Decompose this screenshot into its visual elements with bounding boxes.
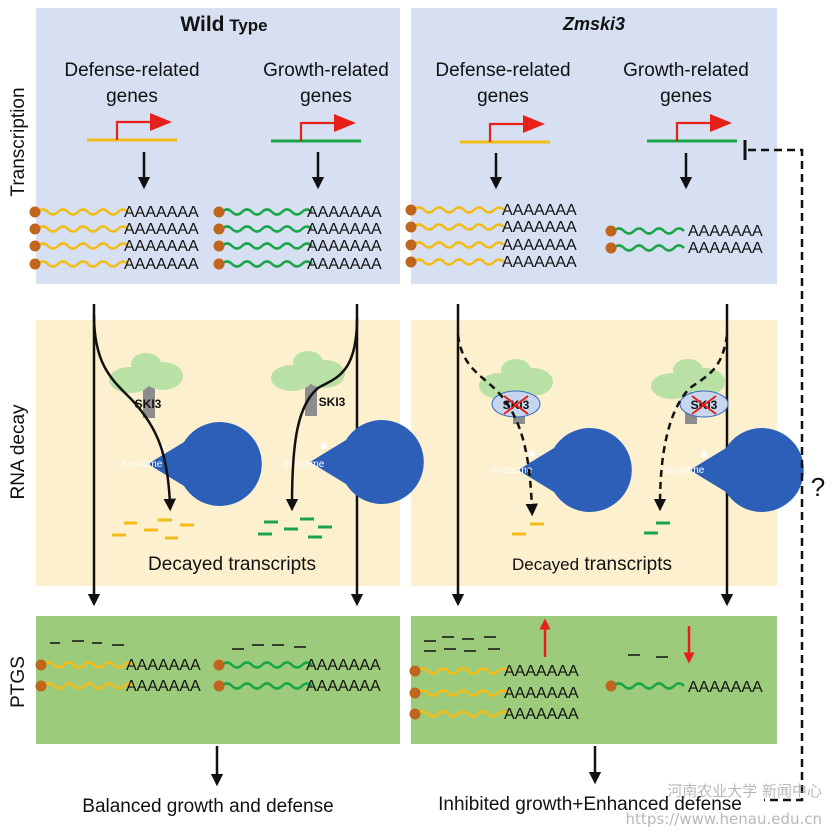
mut-growth-genes-label: Growth-related (623, 60, 749, 81)
mut-defense-genes-label: Defense-related (435, 60, 570, 81)
wt-decayed-transcripts-label: Decayed transcripts (148, 554, 316, 575)
svg-text:AAAAAAA: AAAAAAA (126, 678, 201, 695)
row-label-ptgs: PTGS (8, 656, 29, 708)
wt-defense-transcripts: AAAAAAA AAAAAAA AAAAAAA AAAAAAA (28, 204, 199, 273)
wt-defense-genes-label: Defense-related (64, 60, 199, 81)
mutant-ptgs-panel (411, 616, 777, 744)
mut-growth-decay-path (653, 334, 729, 512)
mut-defense-decayed-fragments (512, 522, 544, 536)
svg-text:AAAAAAA: AAAAAAA (504, 706, 579, 723)
wt-growth-decay-path (285, 317, 359, 512)
svg-text:AAAAAAA: AAAAAAA (306, 657, 381, 674)
svg-text:exosome: exosome (284, 459, 325, 470)
svg-text:SKI3: SKI3 (319, 395, 346, 409)
mut-defense-genes-label-2: genes (477, 86, 529, 107)
mutant-transcription-panel (411, 8, 777, 284)
mut-defense-decay-path (456, 334, 539, 517)
svg-text:AAAAAAA: AAAAAAA (124, 221, 199, 238)
watermark-cn: 河南农业大学 新闻中心 (667, 782, 822, 800)
svg-text:AAAAAAA: AAAAAAA (124, 256, 199, 273)
mut-defense-ptgs-transcripts: AAAAAAA AAAAAAA AAAAAAA (408, 663, 579, 723)
mut-growth-ski-complex: SKI3 exosome (651, 359, 804, 512)
wt-defense-ski-complex: SKI3 exosome (109, 353, 262, 506)
svg-text:exosome: exosome (122, 459, 163, 470)
wt-defense-ptgs-transcripts: AAAAAAA AAAAAAA (34, 657, 201, 695)
svg-text:AAAAAAA: AAAAAAA (502, 202, 577, 219)
mut-outcome-text: Inhibited growth+Enhanced defense (438, 794, 742, 815)
mut-growth-ptgs-transcripts: AAAAAAA (604, 679, 763, 696)
svg-text:AAAAAAA: AAAAAAA (504, 685, 579, 702)
svg-text:AAAAAAA: AAAAAAA (306, 678, 381, 695)
wt-ptgs-panel (36, 616, 400, 744)
wt-defense-decayed-fragments (112, 518, 194, 540)
wt-growth-transcripts: AAAAAAA AAAAAAA AAAAAAA AAAAAAA (212, 204, 382, 273)
wt-defense-genes-label-2: genes (106, 86, 158, 107)
row-label-rna-decay: RNA decay (8, 404, 29, 500)
svg-text:SKI3: SKI3 (135, 397, 162, 411)
question-mark: ? (811, 472, 825, 502)
wt-growth-genes-label-2: genes (300, 86, 352, 107)
svg-text:AAAAAAA: AAAAAAA (502, 254, 577, 271)
svg-text:AAAAAAA: AAAAAAA (307, 204, 382, 221)
mut-growth-transcripts: AAAAAAA AAAAAAA (604, 223, 763, 257)
ski3-knockout-cross-icon (691, 395, 717, 415)
wt-growth-decayed-fragments (258, 517, 332, 539)
svg-text:exosome: exosome (664, 465, 705, 476)
row-label-transcription: Transcription (8, 87, 29, 196)
svg-text:AAAAAAA: AAAAAAA (307, 238, 382, 255)
wt-growth-genes-label: Growth-related (263, 60, 389, 81)
mut-growth-decayed-fragments (644, 521, 670, 535)
ski3-knockout-cross-icon (503, 395, 529, 415)
mutant-title: Zmski3 (562, 14, 625, 34)
wild-type-title: Wild Type (180, 13, 267, 36)
wt-growth-sirna-fragments (232, 644, 306, 650)
svg-text:AAAAAAA: AAAAAAA (688, 240, 763, 257)
svg-text:AAAAAAA: AAAAAAA (126, 657, 201, 674)
watermark-url: https://www.henau.edu.cn (626, 810, 822, 828)
mut-growth-genes-label-2: genes (660, 86, 712, 107)
mut-growth-sirna-fragments (628, 654, 668, 658)
svg-text:AAAAAAA: AAAAAAA (307, 256, 382, 273)
svg-text:AAAAAAA: AAAAAAA (502, 219, 577, 236)
mut-defense-ski-complex: SKI3 exosome (479, 359, 632, 512)
wt-growth-ski-complex: SKI3 exosome (271, 351, 424, 504)
feedback-dashed-path (748, 148, 804, 802)
mut-decayed-transcripts-label: Decayed transcripts (512, 554, 672, 575)
wt-growth-ptgs-transcripts: AAAAAAA AAAAAAA (212, 657, 381, 695)
svg-text:AAAAAAA: AAAAAAA (124, 204, 199, 221)
svg-text:AAAAAAA: AAAAAAA (307, 221, 382, 238)
mut-defense-sirna-fragments (424, 636, 500, 652)
wt-transcription-panel (36, 8, 400, 284)
svg-text:AAAAAAA: AAAAAAA (124, 238, 199, 255)
svg-text:exosome: exosome (492, 465, 533, 476)
svg-text:AAAAAAA: AAAAAAA (688, 223, 763, 240)
wt-defense-decay-path (92, 314, 176, 512)
mut-defense-transcripts: AAAAAAA AAAAAAA AAAAAAA AAAAAAA (404, 202, 577, 271)
svg-text:AAAAAAA: AAAAAAA (504, 663, 579, 680)
svg-text:AAAAAAA: AAAAAAA (688, 679, 763, 696)
svg-text:AAAAAAA: AAAAAAA (502, 237, 577, 254)
wt-outcome-text: Balanced growth and defense (82, 796, 333, 817)
wt-defense-sirna-fragments (50, 640, 124, 646)
